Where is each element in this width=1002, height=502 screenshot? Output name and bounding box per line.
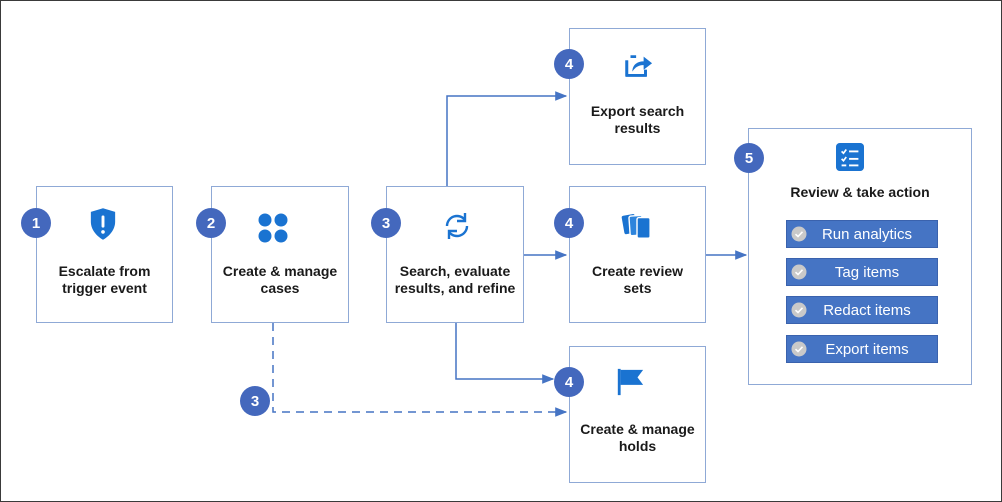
check-circle-icon xyxy=(791,302,807,318)
check-circle-icon xyxy=(791,226,807,242)
connector-search-to-export xyxy=(446,91,568,186)
stacked-cards-icon xyxy=(621,214,651,239)
step-export-results-badge: 4 xyxy=(554,49,584,79)
step-search-badge: 3 xyxy=(371,208,401,238)
check-circle-icon xyxy=(791,264,807,280)
tag-items-label: Tag items xyxy=(834,263,900,281)
step-review-sets-box: Create review sets xyxy=(569,186,706,323)
run-analytics-button[interactable]: Run analytics xyxy=(786,220,938,248)
dashed-step-badge: 3 xyxy=(240,386,270,416)
step-export-results-box: Export search results xyxy=(569,28,706,165)
step-holds-badge: 4 xyxy=(554,367,584,397)
step-escalate-badge: 1 xyxy=(21,208,51,238)
step-search-box: Search, evaluate results, and refine xyxy=(386,186,524,323)
shield-alert-icon xyxy=(90,208,116,240)
run-analytics-label: Run analytics xyxy=(821,225,913,243)
share-arrow-icon xyxy=(625,55,653,77)
check-circle-icon xyxy=(791,341,807,357)
connector-search-to-holds xyxy=(455,323,555,384)
step-holds-box: Create & manage holds xyxy=(569,346,706,483)
flag-icon xyxy=(617,368,644,396)
refresh-arrows-icon xyxy=(445,213,469,239)
connector-cases-to-holds-dashed xyxy=(272,323,568,417)
step-escalate-label: Escalate from trigger event xyxy=(58,263,151,296)
step-escalate-box: Escalate from trigger event xyxy=(36,186,173,323)
step-review-badge: 5 xyxy=(734,143,764,173)
export-items-label: Export items xyxy=(825,340,909,358)
four-dots-grid-icon xyxy=(258,213,288,243)
step-review-box: Review & take action Run analytics Tag i… xyxy=(748,128,972,385)
step-export-results-label: Export search results xyxy=(590,103,685,136)
step-cases-box: Create & manage cases xyxy=(211,186,349,323)
step-cases-badge: 2 xyxy=(196,208,226,238)
step-cases-label: Create & manage cases xyxy=(222,263,338,296)
step-search-label: Search, evaluate results, and refine xyxy=(394,263,516,296)
redact-items-label: Redact items xyxy=(823,301,911,319)
step-holds-label: Create & manage holds xyxy=(580,421,695,454)
step-review-sets-label: Create review sets xyxy=(591,263,684,296)
step-review-label: Review & take action xyxy=(790,184,930,200)
redact-items-button[interactable]: Redact items xyxy=(786,296,938,324)
checklist-icon xyxy=(836,143,864,171)
step-review-sets-badge: 4 xyxy=(554,208,584,238)
tag-items-button[interactable]: Tag items xyxy=(786,258,938,286)
export-items-button[interactable]: Export items xyxy=(786,335,938,363)
